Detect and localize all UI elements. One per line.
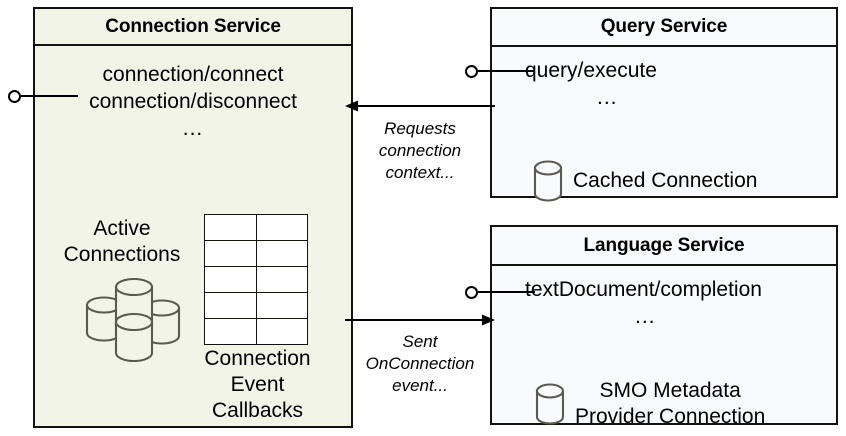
flow-requests-label-line2: connection xyxy=(378,141,462,161)
operation-connection-connect: connection/connect xyxy=(102,63,284,86)
flow-sent-label-line3: event... xyxy=(392,376,448,396)
flow-requests-label: Requests connection context... xyxy=(345,118,495,184)
arrow-right-icon xyxy=(345,314,495,326)
cached-connection-label: Cached Connection xyxy=(573,169,758,193)
connection-service-body: connection/connect connection/disconnect… xyxy=(35,46,351,426)
language-service-body: textDocument/completion ... SMO Metadata… xyxy=(492,266,836,428)
table-cell xyxy=(204,240,257,267)
table-cell xyxy=(255,214,308,241)
language-service-title: Language Service xyxy=(492,227,836,266)
table-cell xyxy=(255,266,308,293)
table-cell xyxy=(255,292,308,319)
smo-metadata-provider-label: SMO Metadata Provider Connection xyxy=(575,378,765,429)
smo-label-line2: Provider Connection xyxy=(575,404,766,428)
table-cell xyxy=(204,318,257,345)
callbacks-label-line1: Connection xyxy=(204,347,311,370)
table-cell xyxy=(204,266,257,293)
table-cell xyxy=(255,240,308,267)
active-connections-label-line1: Active xyxy=(93,217,151,240)
provided-interface-language-service[interactable] xyxy=(465,283,535,301)
provided-interface-query-service[interactable] xyxy=(465,62,535,80)
operation-query-execute: query/execute xyxy=(525,59,657,82)
interface-ball-icon xyxy=(8,89,21,103)
active-connections-label: Active Connections xyxy=(47,216,197,268)
component-language-service[interactable]: Language Service textDocument/completion… xyxy=(490,225,838,428)
query-service-body: query/execute ... Cached Connection xyxy=(492,47,836,202)
flow-requests-label-line1: Requests xyxy=(384,119,456,138)
flow-requests-label-line3: context... xyxy=(385,163,455,183)
query-service-operations: query/execute ... xyxy=(492,58,836,112)
connection-event-callbacks-label: Connection Event Callbacks xyxy=(185,346,330,424)
operation-ellipsis: ... xyxy=(635,304,656,328)
smo-label-line1: SMO Metadata xyxy=(599,379,741,402)
flow-sent-label: Sent OnConnection event... xyxy=(345,331,495,397)
interface-stem xyxy=(21,95,78,97)
table-row xyxy=(204,214,308,241)
component-connection-service[interactable]: Connection Service connection/connect co… xyxy=(33,7,353,428)
query-service-title: Query Service xyxy=(492,9,836,47)
database-icon xyxy=(535,382,565,426)
active-connections-label-line2: Connections xyxy=(63,243,181,267)
connection-service-operations: connection/connect connection/disconnect… xyxy=(35,62,351,143)
arrow-left-icon xyxy=(345,100,495,112)
provided-interface-connection-service[interactable] xyxy=(8,87,78,105)
table-cell xyxy=(255,318,308,345)
connection-service-title: Connection Service xyxy=(35,9,351,46)
interface-ball-icon xyxy=(465,64,478,78)
operation-textdocument-completion: textDocument/completion xyxy=(525,278,762,301)
table-cell xyxy=(204,292,257,319)
operation-ellipsis: ... xyxy=(182,116,204,140)
flow-sent-onconnection-event: Sent OnConnection event... xyxy=(345,310,495,415)
table-cell xyxy=(204,214,257,241)
connection-event-callbacks-table xyxy=(204,214,308,345)
interface-stem xyxy=(478,70,535,72)
component-query-service[interactable]: Query Service query/execute ... Cached C… xyxy=(490,7,838,202)
cached-connection-resource: Cached Connection xyxy=(533,159,757,203)
database-cluster-icon xyxy=(79,274,189,366)
flow-sent-label-line1: Sent xyxy=(402,332,438,351)
flow-requests-connection-context: Requests connection context... xyxy=(345,96,495,196)
table-row xyxy=(204,292,308,319)
callbacks-label-line3: Callbacks xyxy=(211,399,304,423)
table-row xyxy=(204,240,308,267)
interface-stem xyxy=(478,291,535,293)
interface-ball-icon xyxy=(465,285,478,299)
language-service-operations: textDocument/completion ... xyxy=(492,277,836,331)
operation-ellipsis: ... xyxy=(597,85,618,109)
database-icon xyxy=(533,159,563,203)
table-row xyxy=(204,266,308,293)
operation-connection-disconnect: connection/disconnect xyxy=(89,89,297,113)
callbacks-label-line2: Event xyxy=(230,373,285,397)
flow-sent-label-line2: OnConnection xyxy=(365,354,475,374)
smo-metadata-provider-resource: SMO Metadata Provider Connection xyxy=(535,378,765,429)
table-row xyxy=(204,318,308,345)
